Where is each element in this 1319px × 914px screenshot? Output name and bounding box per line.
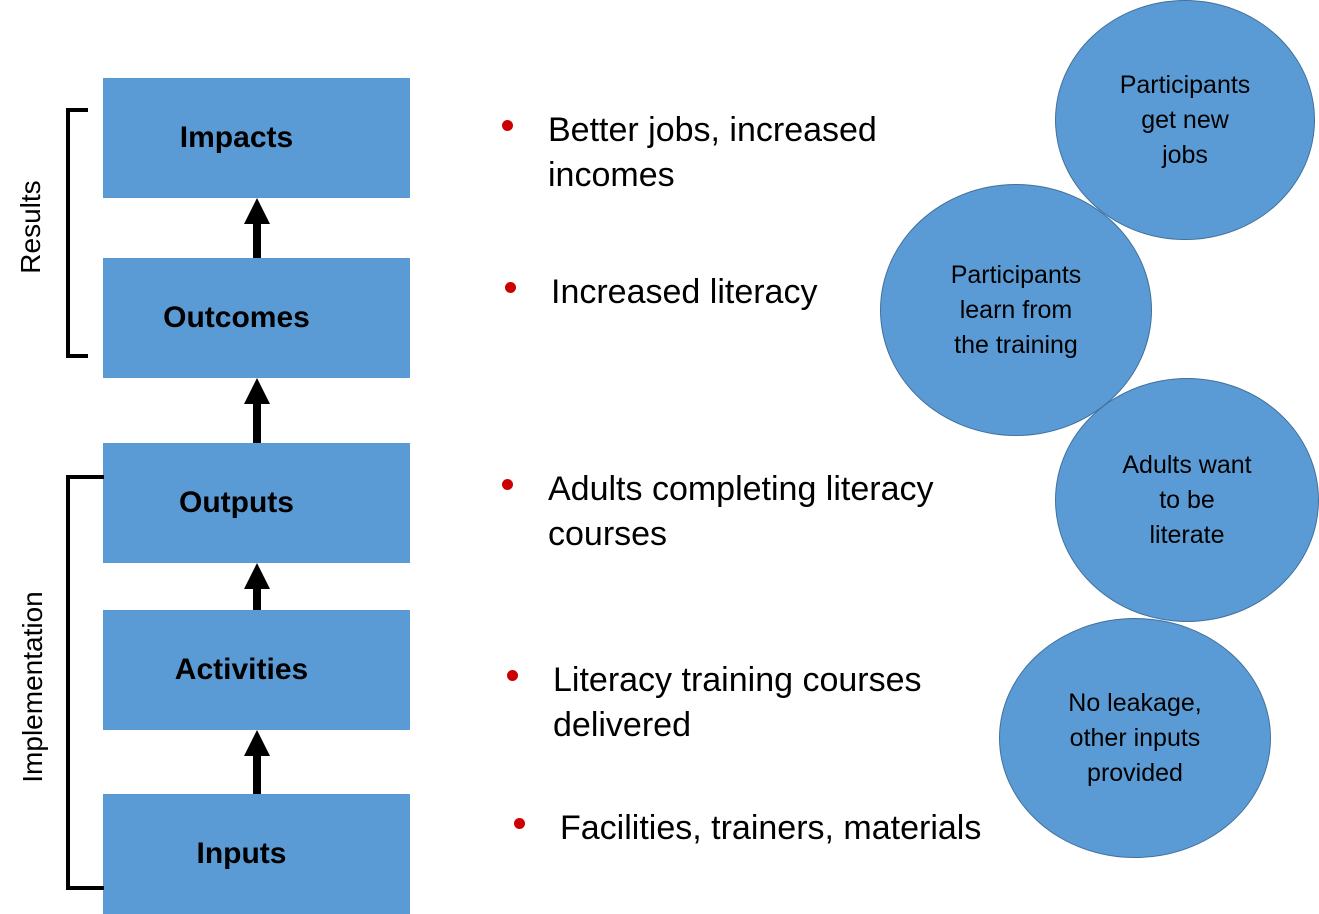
inputs-bullet-text: Facilities, trainers, materials	[560, 809, 982, 847]
bullet-dot	[502, 120, 513, 131]
assumption-no-leakage-text: No leakage, other inputs provided	[1068, 688, 1202, 787]
bullet-dot	[507, 670, 518, 681]
impacts-bullet-text: Better jobs, increased incomes	[548, 111, 877, 194]
implementation-label: Implementation	[17, 591, 48, 783]
implementation-bracket	[66, 475, 104, 890]
outcomes-label: Outcomes	[163, 301, 310, 334]
assumption-new-jobs-text: Participants get new jobs	[1119, 70, 1251, 169]
assumption-want-literate-circle: Adults want to be literate	[1055, 378, 1319, 622]
arrow-outputs-to-outcomes	[244, 378, 270, 443]
assumption-learn-circle: Participants learn from the training	[880, 184, 1152, 436]
outcomes-bullet-text: Increased literacy	[551, 273, 818, 311]
impacts-label: Impacts	[179, 121, 294, 154]
outcomes-box: Outcomes	[103, 258, 410, 378]
bullet-dot	[502, 479, 513, 490]
assumption-new-jobs-circle: Participants get new jobs	[1055, 0, 1315, 240]
bullet-dot	[514, 818, 525, 829]
results-label: Results	[15, 180, 46, 274]
arrow-inputs-to-activities	[244, 730, 270, 794]
results-bracket	[66, 108, 88, 358]
outputs-label: Outputs	[179, 486, 294, 519]
arrow-outcomes-to-impacts	[244, 198, 270, 258]
outputs-box: Outputs	[103, 443, 410, 563]
assumption-learn-text: Participants learn from the training	[950, 260, 1082, 359]
outputs-bullet-text: Adults completing literacy courses	[548, 470, 934, 553]
activities-label: Activities	[174, 653, 309, 686]
inputs-box: Inputs	[103, 794, 410, 914]
arrow-activities-to-outputs	[244, 563, 270, 610]
bullet-dot	[505, 282, 516, 293]
assumption-no-leakage-circle: No leakage, other inputs provided	[999, 618, 1271, 858]
activities-bullet-text: Literacy training courses delivered	[553, 661, 922, 744]
activities-box: Activities	[103, 610, 410, 730]
assumption-want-literate-text: Adults want to be literate	[1122, 450, 1252, 549]
inputs-label: Inputs	[196, 837, 287, 870]
impacts-box: Impacts	[103, 78, 410, 198]
